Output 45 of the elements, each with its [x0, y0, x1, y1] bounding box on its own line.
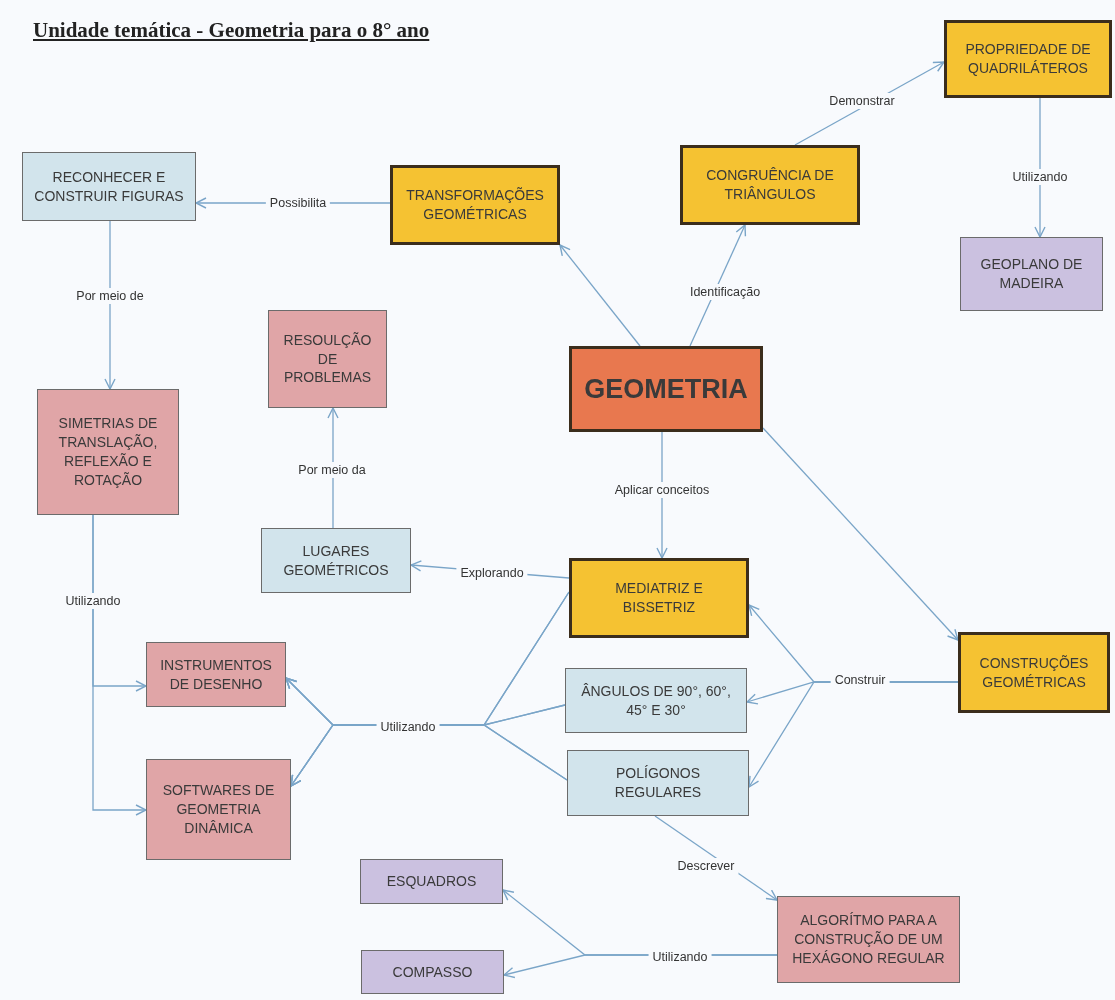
arrow [656, 431, 668, 559]
concept-box [361, 950, 504, 994]
concept-box [261, 528, 411, 593]
edge-label: Explorando [456, 565, 528, 581]
arrow [559, 244, 641, 347]
concept-box [944, 20, 1112, 98]
concept-text: ESQUADROS [386, 872, 477, 891]
arrow [1034, 97, 1046, 238]
arrow [104, 220, 116, 390]
concept-text: RECONHECER E CONSTRUIR FIGURAS [33, 167, 185, 206]
arrow [762, 427, 959, 641]
concept-text: POLÍGONOS REGULARES [613, 764, 703, 802]
concept-box [22, 152, 196, 221]
concept-text: INSTRUMENTOS DE DESENHO [159, 655, 273, 694]
concept-box [958, 632, 1110, 713]
concept-box [390, 165, 560, 245]
arrow [92, 514, 147, 816]
concept-text: SIMETRIAS DE TRANSLAÇÃO, REFLEXÃO E ROTAÇÃO [57, 414, 159, 490]
concept-text: TRANSFORMAÇÕES GEOMÉTRICAS [405, 186, 545, 224]
concept-box [360, 859, 503, 904]
concept-box [146, 759, 291, 860]
concept-box [37, 389, 179, 515]
concept-box [268, 310, 387, 408]
concept-text: COMPASSO [392, 962, 473, 982]
central-concept-box [569, 346, 763, 432]
concept-text: LUGARES GEOMÉTRICOS [282, 541, 390, 580]
concept-text: GEOMETRIA [584, 372, 748, 406]
title: Unidade temática - Geometria para o 8° ano [33, 18, 430, 43]
concept-box [146, 642, 286, 707]
concept-box [960, 237, 1103, 311]
concept-text: ALGORÍTMO PARA A CONSTRUÇÃO DE UM HEXÁGONO REGULAR [791, 911, 946, 968]
concept-box [569, 558, 749, 638]
concept-box [777, 896, 960, 983]
concept-box [567, 750, 749, 816]
concept-text: RESOULÇÃO DE PROBLEMAS [282, 330, 373, 388]
concept-text: ÂNGULOS DE 90°, 60°, 45° E 30° [580, 681, 732, 720]
concept-text: CONSTRUÇÕES GEOMÉTRICAS [978, 653, 1090, 692]
concept-text: CONGRUÊNCIA DE TRIÂNGULOS [705, 166, 835, 204]
concept-text: SOFTWARES DE GEOMETRIA DINÂMICA [161, 781, 276, 838]
concept-text: GEOPLANO DE MADEIRA [979, 255, 1084, 293]
concept-box [565, 668, 747, 733]
concept-box [680, 145, 860, 225]
arrow [327, 407, 339, 529]
concept-text: PROPRIEDADE DE QUADRILÁTEROS [964, 40, 1092, 78]
concept-text: MEDIATRIZ E BISSETRIZ [614, 579, 704, 617]
